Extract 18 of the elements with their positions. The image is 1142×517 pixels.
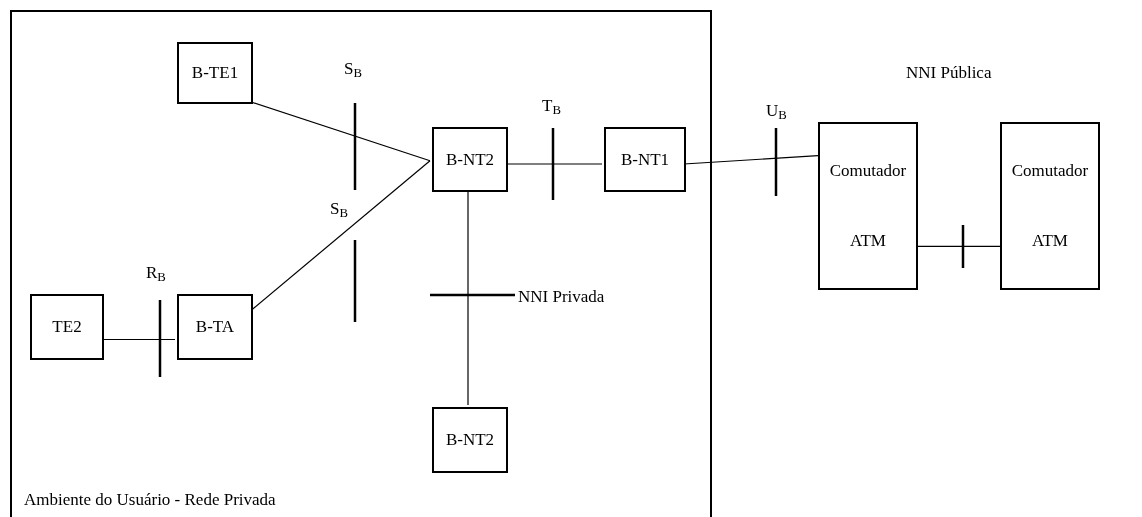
process-box: B-NT2 (432, 127, 508, 192)
region-label: Ambiente do Usuário - Rede Privada (24, 488, 276, 511)
process-box: Comutador ATM (1000, 122, 1100, 290)
connector-line (917, 245, 1001, 247)
reference-point-label: NNI Pública (906, 62, 992, 84)
region-box (10, 10, 712, 517)
process-box: B-TA (177, 294, 253, 360)
process-box: Comutador ATM (818, 122, 918, 290)
reference-point-label: U$_{B}$ (766, 100, 787, 124)
process-box: B-NT1 (604, 127, 686, 192)
process-box: TE2 (30, 294, 104, 360)
reference-point-label: NNI Privada (518, 286, 605, 308)
process-box: B-NT2 (432, 407, 508, 473)
reference-point-label: T$_{B}$ (542, 95, 561, 119)
reference-point-label: S$_{B}$ (344, 58, 362, 82)
reference-point-label: S$_{B}$ (330, 198, 348, 222)
process-box: B-TE1 (177, 42, 253, 104)
reference-point-label: R$_{B}$ (146, 262, 166, 286)
